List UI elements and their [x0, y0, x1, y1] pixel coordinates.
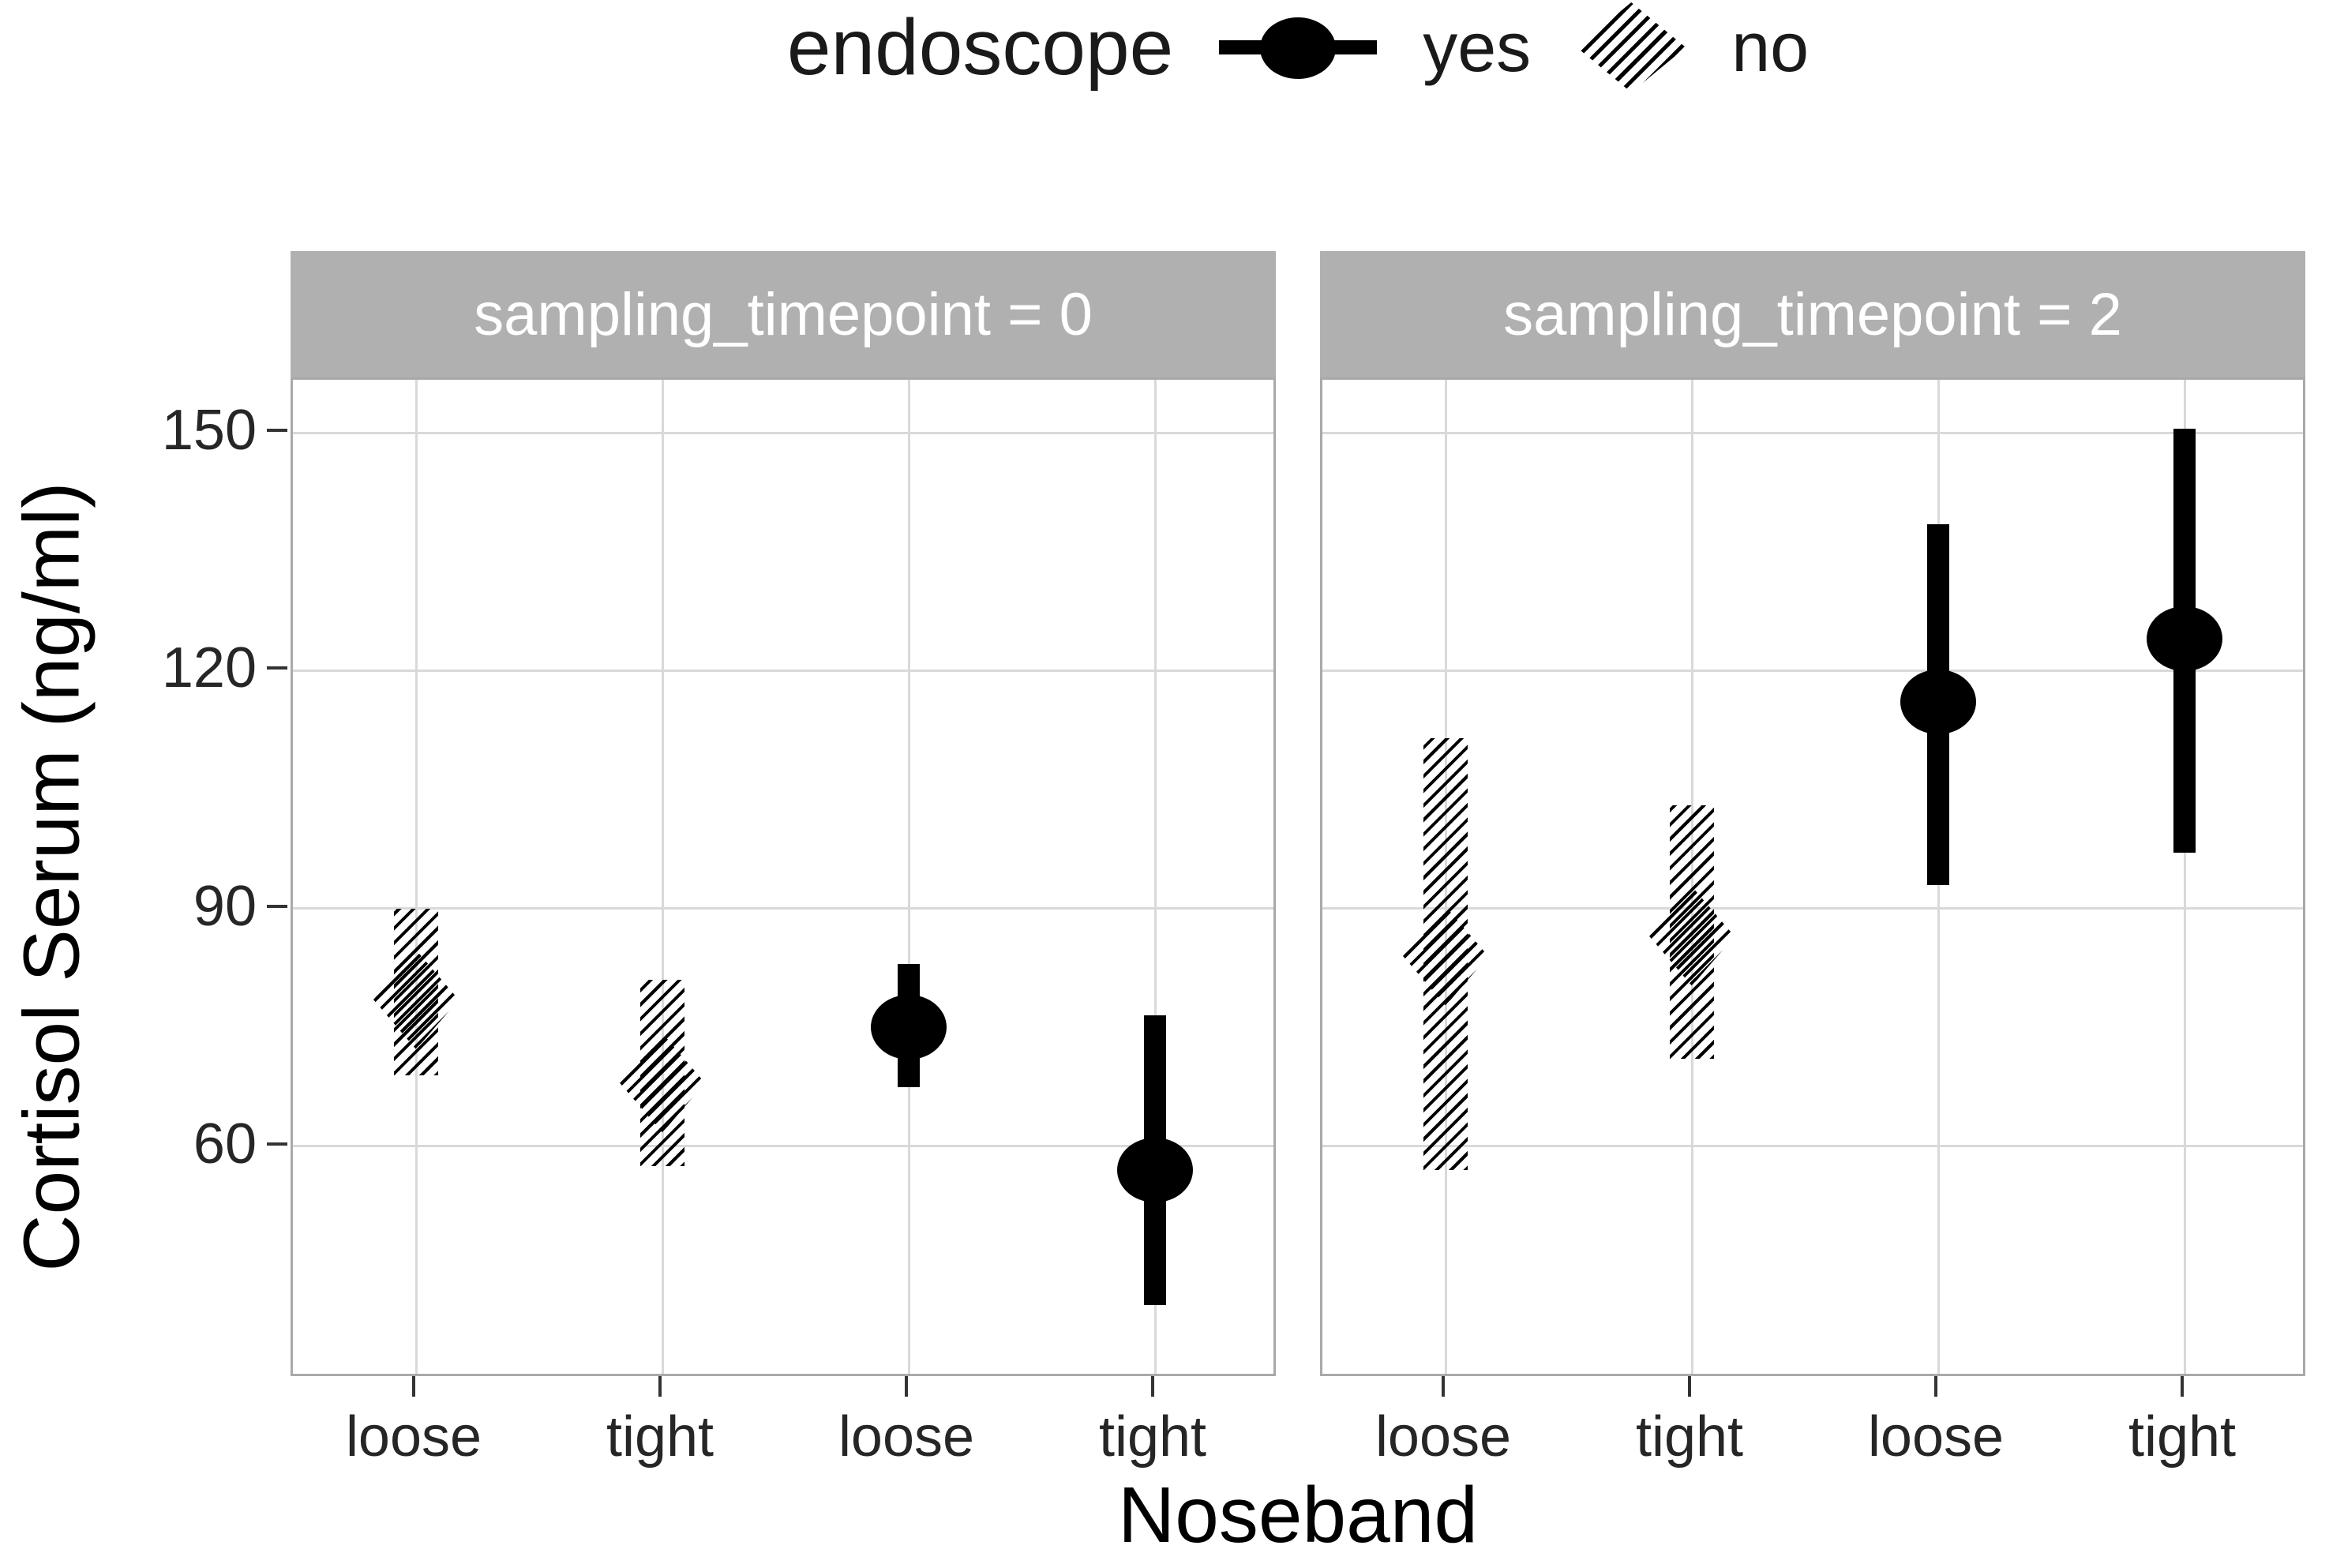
x-tick-label-0-1: tight	[606, 1405, 714, 1469]
legend-title: endoscope	[786, 2, 1174, 92]
gridline-horizontal-60	[1322, 1145, 2303, 1148]
gridline-horizontal-120	[293, 669, 1273, 672]
gridline-horizontal-150	[293, 431, 1273, 434]
x-tick-label-1-2: loose	[1867, 1405, 2005, 1469]
legend-label-no: no	[1731, 8, 1810, 86]
gridline-vertical-1	[414, 380, 418, 1374]
x-tick-mark-0-2	[905, 1376, 908, 1397]
gridline-vertical-4	[1153, 380, 1157, 1374]
point-estimate-no-tight	[1649, 886, 1735, 986]
x-tick-label-1-1: tight	[1635, 1405, 1744, 1469]
y-axis-title: Cortisol Serum (ng/ml)	[7, 482, 96, 1272]
legend: endoscope yes no	[291, 0, 2305, 95]
x-axis-title: Noseband	[1118, 1471, 1478, 1559]
legend-key-pointrange-icon	[1219, 8, 1378, 87]
facet-strip-timepoint-0: sampling_timepoint = 0	[291, 251, 1276, 377]
x-tick-mark-0-3	[1151, 1376, 1154, 1397]
legend-key-dot	[1260, 17, 1337, 79]
y-tick-label-120: 120	[161, 636, 257, 700]
plot-panel-timepoint-0	[291, 377, 1276, 1376]
gridline-horizontal-90	[1322, 907, 2303, 910]
y-tick-label-90: 90	[193, 874, 257, 938]
x-tick-label-0-0: loose	[345, 1405, 482, 1469]
x-tick-mark-0-0	[412, 1376, 415, 1397]
x-tick-label-0-3: tight	[1098, 1405, 1207, 1469]
gridline-horizontal-90	[293, 907, 1273, 910]
point-estimate-no-loose	[1403, 906, 1488, 1006]
x-tick-label-1-3: tight	[2128, 1405, 2237, 1469]
legend-key-hatched-diamond-icon	[1577, 2, 1686, 92]
point-estimate-yes-loose	[1900, 670, 1976, 735]
gridline-horizontal-150	[1322, 431, 2303, 434]
x-tick-label-1-0: loose	[1375, 1405, 1512, 1469]
facet-strip-label: sampling_timepoint = 0	[474, 280, 1093, 348]
legend-label-yes: yes	[1423, 8, 1532, 86]
x-tick-mark-1-1	[1688, 1376, 1691, 1397]
y-tick-label-60: 60	[193, 1112, 257, 1176]
x-tick-mark-1-3	[2181, 1376, 2184, 1397]
x-tick-label-0-2: loose	[838, 1405, 975, 1469]
y-tick-label-150: 150	[161, 399, 257, 462]
gridline-vertical-3	[907, 380, 910, 1374]
facet-strip-timepoint-2: sampling_timepoint = 2	[1320, 251, 2305, 377]
x-tick-mark-1-2	[1934, 1376, 1937, 1397]
gridline-horizontal-120	[1322, 669, 2303, 672]
y-tick-mark-60	[267, 1142, 287, 1146]
x-tick-mark-1-0	[1442, 1376, 1445, 1397]
point-estimate-yes-tight	[1117, 1138, 1193, 1203]
point-estimate-yes-tight	[2147, 606, 2222, 672]
gridline-vertical-4	[2183, 380, 2186, 1374]
x-tick-mark-0-1	[658, 1376, 662, 1397]
gridline-horizontal-60	[293, 1145, 1273, 1148]
point-estimate-no-tight	[620, 1033, 705, 1133]
y-tick-mark-90	[267, 904, 287, 908]
plot-panel-timepoint-2	[1320, 377, 2305, 1376]
gridline-vertical-2	[661, 380, 664, 1374]
y-tick-mark-150	[267, 429, 287, 432]
y-tick-mark-120	[267, 666, 287, 670]
facet-strip-label: sampling_timepoint = 2	[1503, 280, 2122, 348]
point-estimate-yes-loose	[871, 995, 947, 1060]
point-estimate-no-loose	[373, 950, 459, 1050]
